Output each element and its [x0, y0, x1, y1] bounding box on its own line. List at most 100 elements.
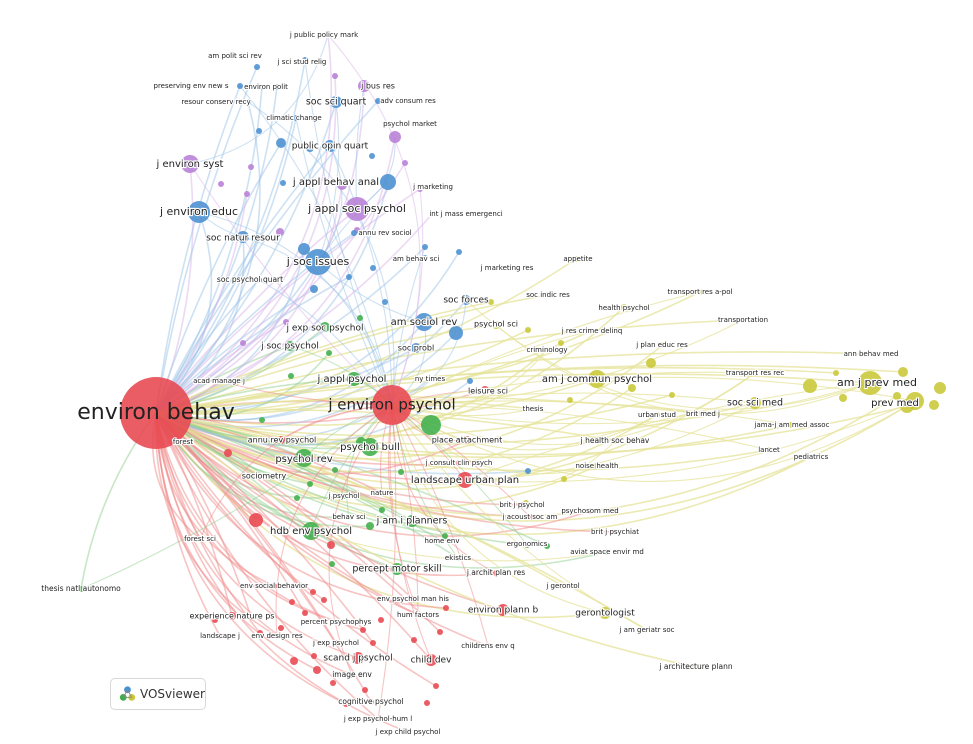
network-node[interactable] [398, 469, 404, 475]
network-node[interactable] [337, 180, 347, 190]
network-node[interactable] [370, 265, 376, 271]
network-node[interactable] [893, 392, 901, 400]
node-int-j-mass-emergenci[interactable] [429, 211, 435, 217]
node-annu-rev-psychol[interactable] [277, 436, 285, 444]
node-brit-med-j[interactable] [700, 411, 706, 417]
node-am-sociol-rev[interactable] [415, 313, 433, 331]
network-node[interactable] [346, 274, 352, 280]
node-experience-nature-ps[interactable] [228, 612, 236, 620]
node-j-appl-behav-anal[interactable] [380, 174, 396, 190]
network-node[interactable] [803, 379, 817, 393]
network-node[interactable] [257, 630, 263, 636]
node-nature[interactable] [379, 490, 385, 496]
network-node[interactable] [402, 160, 408, 166]
node-urban-stud[interactable] [654, 412, 660, 418]
node-leisure-sci[interactable] [481, 386, 489, 394]
node-jama-j-am-med-assoc[interactable] [788, 422, 794, 428]
network-node[interactable] [646, 358, 656, 368]
node-env-social-behavior[interactable] [271, 583, 277, 589]
node-j-gerontol[interactable] [560, 583, 566, 589]
network-node[interactable] [332, 467, 338, 473]
node-j-marketing-res[interactable] [456, 249, 462, 255]
node-j-environ-syst[interactable] [181, 155, 199, 173]
node-j-exp-psychol-hum-l[interactable] [375, 716, 381, 722]
node-soc-sci-quart[interactable] [330, 96, 342, 108]
node-adv-consum-res[interactable] [375, 98, 381, 104]
network-node[interactable] [669, 392, 675, 398]
node-climatic-change[interactable] [293, 115, 299, 121]
node-home-env[interactable] [439, 538, 445, 544]
node-hum-factors[interactable] [415, 612, 421, 618]
network-node[interactable] [421, 415, 441, 435]
network-node[interactable] [278, 625, 284, 631]
node-prev-med[interactable] [906, 392, 924, 410]
node-thesis[interactable] [530, 406, 536, 412]
node-j-consult-clin-psych[interactable] [456, 460, 462, 466]
network-node[interactable] [525, 327, 531, 333]
network-node[interactable] [467, 378, 473, 384]
network-node[interactable] [259, 417, 265, 423]
network-node[interactable] [411, 637, 417, 643]
network-node[interactable] [558, 340, 564, 346]
network-node[interactable] [212, 617, 218, 623]
node-ergonomics[interactable] [524, 542, 530, 548]
network-node[interactable] [276, 228, 284, 236]
node-public-opin-quart[interactable] [324, 140, 336, 152]
network-node[interactable] [274, 84, 280, 90]
network-node[interactable] [329, 561, 335, 567]
node-forest[interactable] [180, 439, 186, 445]
network-node[interactable] [249, 513, 263, 527]
node-j-public-policy-mark[interactable] [325, 32, 331, 38]
node-hdb-env-psychol[interactable] [302, 522, 320, 540]
node-thesis-natl-autonomo[interactable] [78, 586, 84, 592]
network-node[interactable] [424, 700, 430, 706]
network-node[interactable] [357, 315, 363, 321]
network-node[interactable] [326, 350, 332, 356]
node-preserving-env-new-s[interactable] [237, 83, 243, 89]
node-percent-psychophys[interactable] [333, 619, 339, 625]
node-criminology[interactable] [544, 347, 550, 353]
node-ekistics[interactable] [455, 555, 461, 561]
network-node[interactable] [366, 522, 374, 530]
network-node[interactable] [370, 640, 376, 646]
node-behav-sci[interactable] [346, 514, 352, 520]
node-psychol-bull[interactable] [361, 438, 379, 456]
node-image-env[interactable] [349, 672, 355, 678]
network-node[interactable] [283, 319, 289, 325]
node-soc-probl[interactable] [411, 343, 421, 353]
vosviewer-logo[interactable]: VOSviewer [110, 678, 206, 710]
network-node[interactable] [240, 340, 246, 346]
node-j-res-crime-delinq[interactable] [588, 328, 594, 334]
node-transport-res-rec[interactable] [752, 370, 758, 376]
node-env-design-res[interactable] [274, 633, 280, 639]
node-ny-times[interactable] [427, 376, 433, 382]
network-node[interactable] [256, 128, 262, 134]
network-node[interactable] [442, 533, 448, 539]
network-node[interactable] [544, 543, 550, 549]
node-landscape-j[interactable] [217, 633, 223, 639]
network-node[interactable] [307, 481, 313, 487]
node-soc-natur-resour[interactable] [237, 231, 249, 243]
node-ann-behav-med[interactable] [868, 351, 874, 357]
network-node[interactable] [248, 164, 254, 170]
network-node[interactable] [561, 476, 567, 482]
node-psychol-rev[interactable] [295, 449, 313, 467]
node-psychol-sci[interactable] [492, 321, 500, 329]
node-brit-j-psychiat[interactable] [612, 529, 618, 535]
node-am-j-prev-med[interactable] [858, 371, 882, 395]
node-j-environ-educ[interactable] [188, 201, 210, 223]
network-node[interactable] [934, 382, 946, 394]
node-resour-conserv-recy[interactable] [245, 99, 251, 105]
network-node[interactable] [330, 680, 336, 686]
network-node[interactable] [833, 370, 839, 376]
node-j-exp-psychol[interactable] [333, 640, 339, 646]
network-node[interactable] [311, 653, 317, 659]
network-node[interactable] [289, 599, 295, 605]
node-environ-plann-b[interactable] [497, 604, 509, 616]
node-pediatrics[interactable] [808, 454, 814, 460]
network-node[interactable] [525, 468, 531, 474]
network-node[interactable] [382, 299, 388, 305]
node-am-polit-sci-rev[interactable] [254, 64, 260, 70]
node-cognitive-psychol[interactable] [368, 699, 374, 705]
